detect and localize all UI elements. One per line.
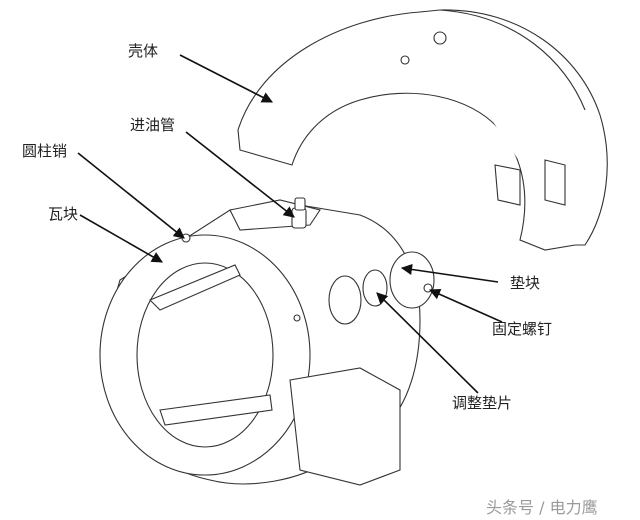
arrow-shim bbox=[376, 292, 479, 394]
label-bearing-pad: 瓦块 bbox=[48, 205, 79, 223]
label-adjusting-shim: 调整垫片 bbox=[452, 394, 513, 412]
arrow-fixing-screw bbox=[428, 288, 503, 323]
arrow-oil-pipe bbox=[185, 131, 295, 218]
adjusting-shim-disc bbox=[328, 275, 362, 325]
label-pad-block: 垫块 bbox=[510, 274, 541, 292]
arrow-pad bbox=[79, 214, 163, 263]
housing-upper-half bbox=[237, 9, 608, 251]
watermark: 头条号 / 电力鹰 bbox=[486, 498, 598, 517]
pad-block-disc bbox=[389, 251, 435, 309]
label-oil-inlet-pipe: 进油管 bbox=[130, 116, 176, 134]
arrow-housing bbox=[179, 54, 273, 103]
arrow-pin bbox=[77, 152, 185, 239]
label-fixing-screw: 固定螺钉 bbox=[492, 320, 553, 338]
arrow-pad-block bbox=[400, 263, 499, 283]
label-cylindrical-pin: 圆柱销 bbox=[22, 142, 68, 160]
mounting-hole bbox=[362, 269, 388, 307]
label-housing: 壳体 bbox=[128, 42, 159, 60]
bearing-lower-body bbox=[99, 199, 421, 486]
oil-inlet-pipe bbox=[291, 197, 307, 229]
